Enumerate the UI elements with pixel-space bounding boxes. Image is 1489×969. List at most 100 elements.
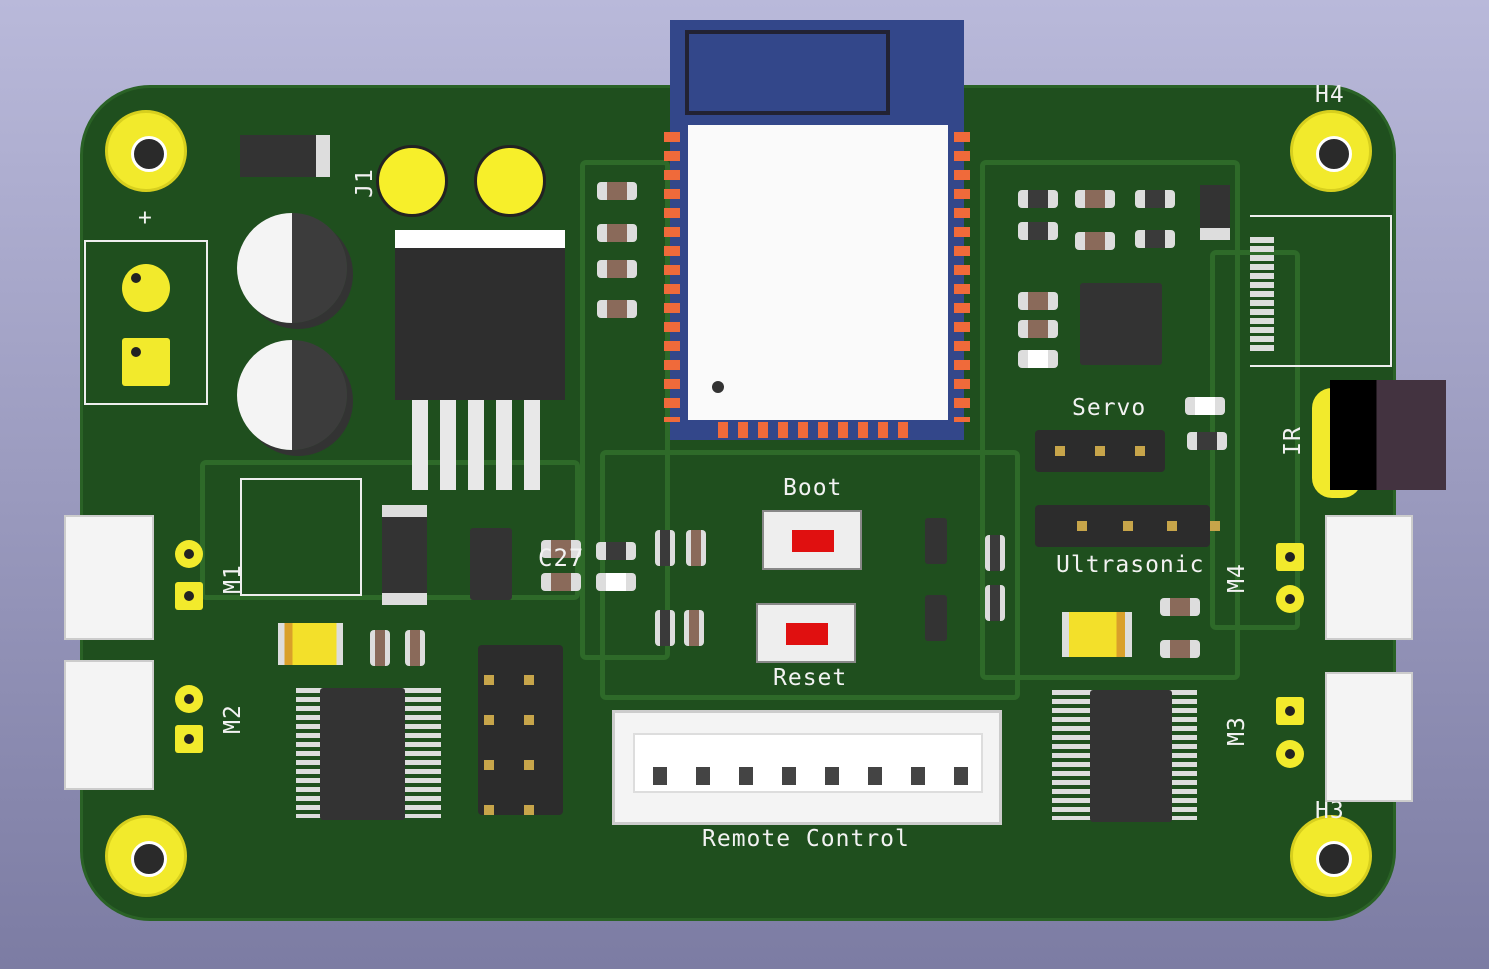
capacitor xyxy=(985,535,1005,571)
motor-driver-ic xyxy=(320,688,405,820)
reset-button[interactable] xyxy=(756,603,856,663)
jumper-pad xyxy=(474,145,546,217)
rf-shield xyxy=(688,125,948,420)
mounting-hole-h3 xyxy=(1290,815,1372,897)
voltage-regulator xyxy=(395,230,565,400)
label-servo: Servo xyxy=(1072,395,1147,421)
tantalum-capacitor xyxy=(278,623,343,665)
electrolytic-capacitor xyxy=(237,340,347,450)
usb-uart-chip xyxy=(1080,283,1162,365)
label-ir: IR xyxy=(1279,426,1306,456)
jumper-pad xyxy=(376,145,448,217)
motor-connector-m3[interactable] xyxy=(1325,672,1413,802)
resistor xyxy=(405,630,425,666)
label-m2: M2 xyxy=(219,704,246,734)
castellated-pads xyxy=(718,422,918,438)
label-m1: M1 xyxy=(219,564,246,594)
diode xyxy=(382,505,427,605)
resistor xyxy=(370,630,390,666)
connector-pins xyxy=(653,767,973,785)
boot-button[interactable] xyxy=(762,510,862,570)
transistor xyxy=(925,518,947,564)
resistor xyxy=(1075,232,1115,250)
remote-control-connector[interactable] xyxy=(612,710,1002,825)
trace xyxy=(980,160,1240,680)
resistor xyxy=(686,530,706,566)
label-j1: J1 xyxy=(351,168,378,198)
led xyxy=(596,573,636,591)
mounting-hole-h4 xyxy=(1290,110,1372,192)
label-remote-control: Remote Control xyxy=(702,826,910,852)
terminal-pad xyxy=(122,338,170,386)
m4-pad xyxy=(1276,585,1304,613)
resistor xyxy=(597,224,637,242)
led xyxy=(1185,397,1225,415)
m1-pad xyxy=(175,540,203,568)
resistor xyxy=(684,610,704,646)
m1-pad xyxy=(175,582,203,610)
mounting-hole xyxy=(105,110,187,192)
resistor xyxy=(597,182,637,200)
capacitor xyxy=(1018,190,1058,208)
power-terminal xyxy=(84,240,208,405)
capacitor xyxy=(541,573,581,591)
tantalum-capacitor xyxy=(1062,612,1132,657)
capacitor xyxy=(1135,230,1175,248)
antenna-trace xyxy=(685,30,890,115)
m3-pad xyxy=(1276,740,1304,768)
terminal-pad xyxy=(122,264,170,312)
capacitor xyxy=(1135,190,1175,208)
pin1-dot xyxy=(712,381,724,393)
diode xyxy=(1200,185,1230,240)
ultrasonic-header[interactable] xyxy=(1035,505,1220,547)
usb-pins xyxy=(1250,237,1274,352)
diode xyxy=(240,135,330,177)
resistor xyxy=(597,260,637,278)
m2-pad xyxy=(175,725,203,753)
ir-receiver xyxy=(1330,380,1446,490)
mounting-hole xyxy=(105,815,187,897)
motor-connector-m1[interactable] xyxy=(64,515,154,640)
m3-pad xyxy=(1276,697,1304,725)
led xyxy=(1018,350,1058,368)
resistor xyxy=(1160,640,1200,658)
capacitor xyxy=(541,540,581,558)
label-c27: C27 xyxy=(538,544,585,572)
castellated-pads xyxy=(664,132,680,422)
m2-pad xyxy=(175,685,203,713)
capacitor xyxy=(985,585,1005,621)
m4-pad xyxy=(1276,543,1304,571)
resistor xyxy=(1075,190,1115,208)
usb-connector xyxy=(1250,215,1392,367)
resistor xyxy=(1018,320,1058,338)
motor-connector-m4[interactable] xyxy=(1325,515,1413,640)
electrolytic-capacitor xyxy=(237,213,347,323)
capacitor xyxy=(1018,222,1058,240)
resistor xyxy=(1160,598,1200,616)
connector-cavity xyxy=(633,733,983,793)
motor-connector-m2[interactable] xyxy=(64,660,154,790)
label-reset: Reset xyxy=(773,665,848,691)
esp32-module xyxy=(664,20,970,440)
resistor xyxy=(1018,292,1058,310)
label-h4: H4 xyxy=(1315,82,1345,108)
transistor xyxy=(925,595,947,641)
label-h3: H3 xyxy=(1315,798,1345,824)
label-plus: + xyxy=(138,205,153,231)
capacitor xyxy=(655,610,675,646)
label-m3: M3 xyxy=(1223,716,1250,746)
label-m4: M4 xyxy=(1223,563,1250,593)
pin-header-2x4[interactable] xyxy=(478,645,563,815)
label-ultrasonic: Ultrasonic xyxy=(1056,552,1205,578)
resistor xyxy=(597,300,637,318)
servo-header[interactable] xyxy=(1035,430,1165,472)
capacitor xyxy=(1187,432,1227,450)
castellated-pads xyxy=(954,132,970,422)
ldo-regulator xyxy=(470,528,512,600)
regulator-leads xyxy=(412,400,548,490)
capacitor xyxy=(655,530,675,566)
inductor-outline xyxy=(240,478,362,596)
label-boot: Boot xyxy=(783,475,843,501)
capacitor xyxy=(596,542,636,560)
motor-driver-ic xyxy=(1090,690,1172,822)
